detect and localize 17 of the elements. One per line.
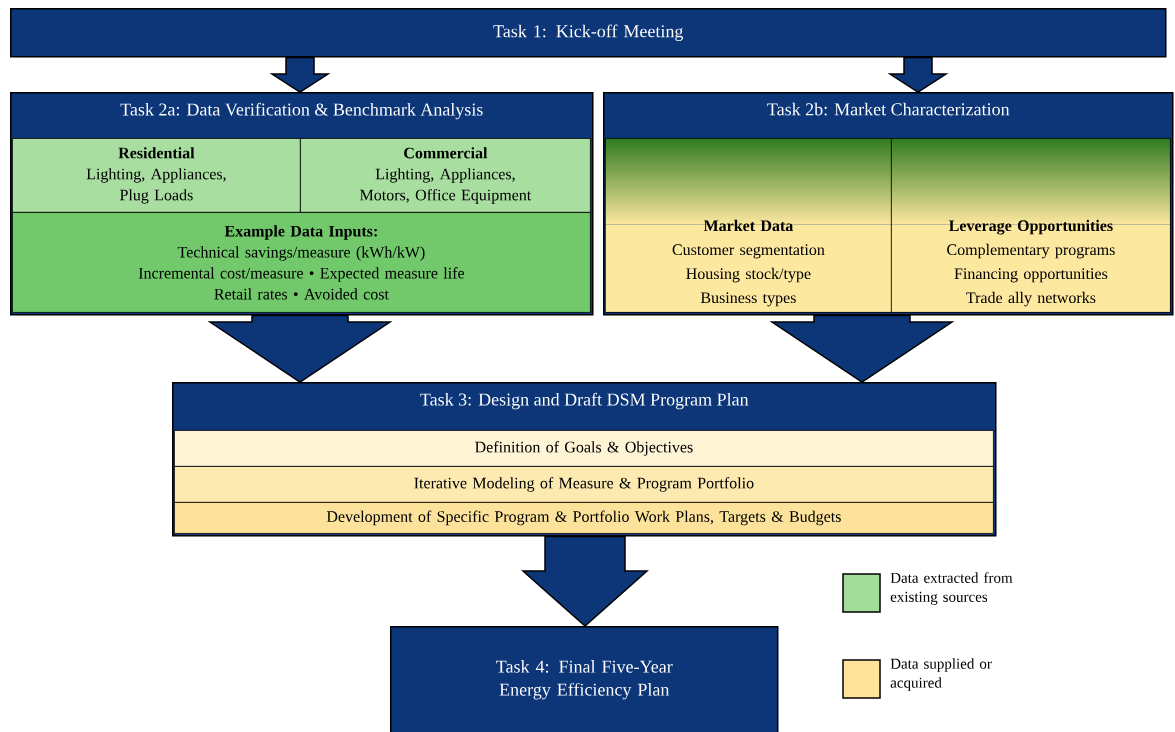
block-arrow bbox=[769, 314, 955, 383]
block-arrow bbox=[207, 314, 393, 383]
data-cell: Residential Lighting, Appliances, Plug Loads bbox=[12, 138, 301, 213]
task-box: Task 1: Kick-off Meeting bbox=[10, 8, 1167, 58]
block-arrow bbox=[269, 56, 331, 93]
plan-row: Development of Specific Program & Portfolio Work Plans, Targets & Budgets bbox=[174, 502, 994, 534]
task-box: Task 4: Final Five-Year Energy Efficiency Plan bbox=[390, 626, 779, 732]
data-cell: Commercial Lighting, Appliances, Motors, Office Equipment bbox=[300, 138, 591, 213]
plan-row: Iterative Modeling of Measure & Program Portfolio bbox=[174, 466, 994, 503]
data-cell: Leverage Opportunities Complementary programs Financing opportunities Trade ally networks bbox=[891, 138, 1171, 313]
legend-text: Data supplied or acquired bbox=[890, 658, 992, 691]
plan-row: Definition of Goals & Objectives bbox=[174, 430, 994, 467]
data-cell: Market Data Customer segmentation Housing stock/type Business types bbox=[605, 138, 892, 313]
data-cell: Example Data Inputs: Technical savings/measure (kWh/kW) Incremental cost/measure • Expected measure life Retail rates • Avoided cost bbox=[12, 212, 591, 313]
block-arrow bbox=[521, 535, 649, 627]
legend-text: Data extracted from existing sources bbox=[890, 572, 1013, 605]
block-arrow bbox=[887, 56, 949, 93]
